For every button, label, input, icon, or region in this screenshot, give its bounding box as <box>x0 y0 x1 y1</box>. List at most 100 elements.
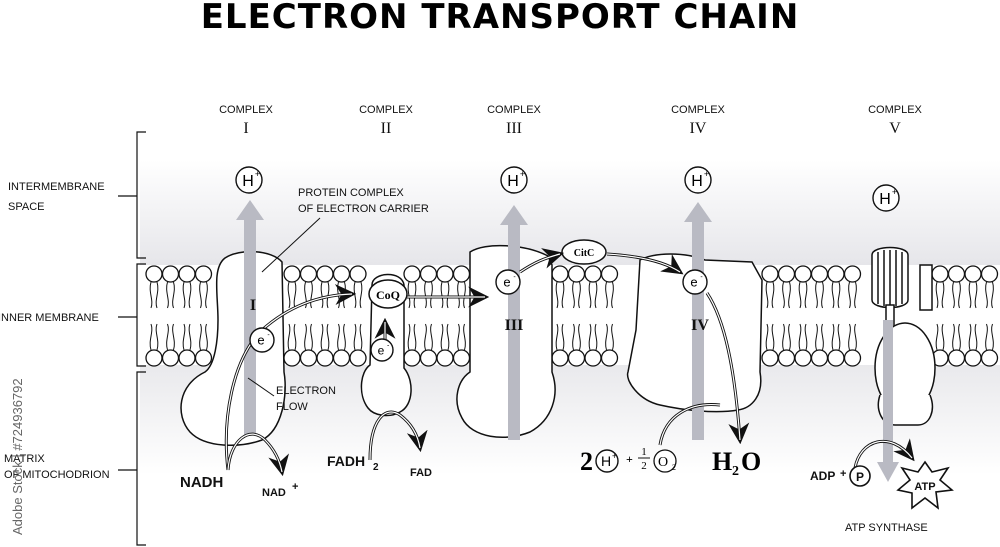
lipid-tail <box>572 281 575 309</box>
protein-complex-label-1: PROTEIN COMPLEX <box>298 187 404 199</box>
lipid-head <box>810 265 829 283</box>
lipid-tail <box>605 323 608 351</box>
lipid-tail <box>854 281 857 309</box>
lipid-tail <box>611 281 614 309</box>
lipid-head <box>600 265 619 283</box>
lipid-head <box>947 265 966 283</box>
lipid-tail <box>166 323 169 351</box>
lipid-head <box>584 349 602 367</box>
lipid-tail <box>320 323 324 351</box>
lipid-tail <box>463 323 466 351</box>
svg-text:+: + <box>612 451 617 460</box>
lipid-tail <box>424 281 427 309</box>
lipid-tail <box>353 323 357 351</box>
annotation-leaders <box>247 217 321 397</box>
lipid-tail <box>182 281 186 309</box>
lipid-head <box>145 265 163 283</box>
complex-1-numeral: I <box>243 120 248 137</box>
lipid-head <box>419 349 438 367</box>
lipid-tail <box>765 281 769 309</box>
lipid-tail <box>337 323 340 351</box>
lipid-head <box>194 265 213 283</box>
svg-text:-: - <box>513 274 516 281</box>
lipid-tail <box>172 281 175 309</box>
lipid-head <box>194 349 213 367</box>
svg-text:H: H <box>601 453 611 469</box>
complex-1-heading: COMPLEX <box>219 104 273 116</box>
electron-flow-label-2: FLOW <box>276 401 308 413</box>
lipid-tail <box>788 323 791 351</box>
electron-complex-4: e- <box>682 269 708 295</box>
nad-plus: + <box>292 481 298 493</box>
lipid-head <box>436 349 454 367</box>
lipid-tail <box>848 281 851 309</box>
lipid-tail <box>821 323 824 351</box>
lipid-tail <box>985 281 988 309</box>
lipid-tail <box>952 323 955 351</box>
lipid-tail <box>320 281 324 309</box>
lipid-tail <box>561 323 565 351</box>
lipid-bilayer <box>145 265 999 367</box>
atp-starburst <box>896 460 954 510</box>
atp-label: ATP <box>914 481 935 493</box>
lipid-head <box>980 349 999 367</box>
inner-membrane-label: INNER MEMBRANE <box>0 312 99 324</box>
lipid-tail <box>572 323 575 351</box>
lipid-tail <box>588 281 592 309</box>
lipid-head <box>843 349 862 367</box>
lipid-head <box>810 349 829 367</box>
matrix-label-2: OF MITOCHODRION <box>4 469 110 481</box>
lipid-head <box>761 349 779 367</box>
intermembrane-label-1: INTERMEMBRANE <box>8 181 105 193</box>
lipid-head <box>332 265 351 283</box>
lipid-head <box>551 265 569 283</box>
lipid-tail <box>149 323 153 351</box>
svg-text:H: H <box>691 173 703 190</box>
phosphate-circle <box>849 465 871 487</box>
plus-sign: + <box>626 452 633 466</box>
complex-4-heading: COMPLEX <box>671 104 725 116</box>
lipid-tail <box>555 323 559 351</box>
lipid-head <box>843 265 862 283</box>
water-o: O <box>741 447 761 476</box>
lipid-tail <box>974 281 978 309</box>
svg-text:-: - <box>387 342 390 349</box>
protein-complex-label-2: OF ELECTRON CARRIER <box>298 203 429 215</box>
lipid-head <box>761 265 779 283</box>
lipid-tail <box>304 281 307 309</box>
water-sub: 2 <box>732 464 739 479</box>
lipid-tail <box>594 281 598 309</box>
fadh-label: FADH <box>327 453 365 469</box>
lipid-head <box>452 349 471 367</box>
lipid-tail <box>788 281 791 309</box>
nadh-label: NADH <box>180 474 223 491</box>
lipid-tail <box>848 323 851 351</box>
lipid-tail <box>968 281 972 309</box>
electron-complex-3: e- <box>495 269 521 295</box>
citc-label: CitC <box>574 248 595 259</box>
stock-watermark: Adobe Stock | #724936792 <box>10 378 25 535</box>
lipid-head <box>567 265 586 283</box>
lipid-head <box>827 265 845 283</box>
lipid-tail <box>359 281 363 309</box>
lipid-head <box>980 265 999 283</box>
lipid-tail <box>199 323 202 351</box>
lipid-tail <box>205 323 208 351</box>
lipid-tail <box>594 323 598 351</box>
svg-text:-: - <box>700 274 703 281</box>
lipid-tail <box>407 323 411 351</box>
oxygen-symbol: O <box>658 455 668 470</box>
lipid-tail <box>172 323 175 351</box>
lipid-tail <box>831 323 835 351</box>
electrons: e-e-e-e- <box>249 269 708 362</box>
lipid-tail <box>440 323 444 351</box>
two-coefficient: 2 <box>580 447 593 476</box>
svg-text:e: e <box>690 275 697 290</box>
lipid-head <box>777 349 796 367</box>
lipid-tail <box>293 281 297 309</box>
lipid-tail <box>149 281 153 309</box>
lipid-tail <box>968 323 972 351</box>
electron-complex-2: e- <box>370 338 394 362</box>
electron-flow-label-1: ELECTRON <box>276 385 336 397</box>
lipid-tail <box>413 281 417 309</box>
